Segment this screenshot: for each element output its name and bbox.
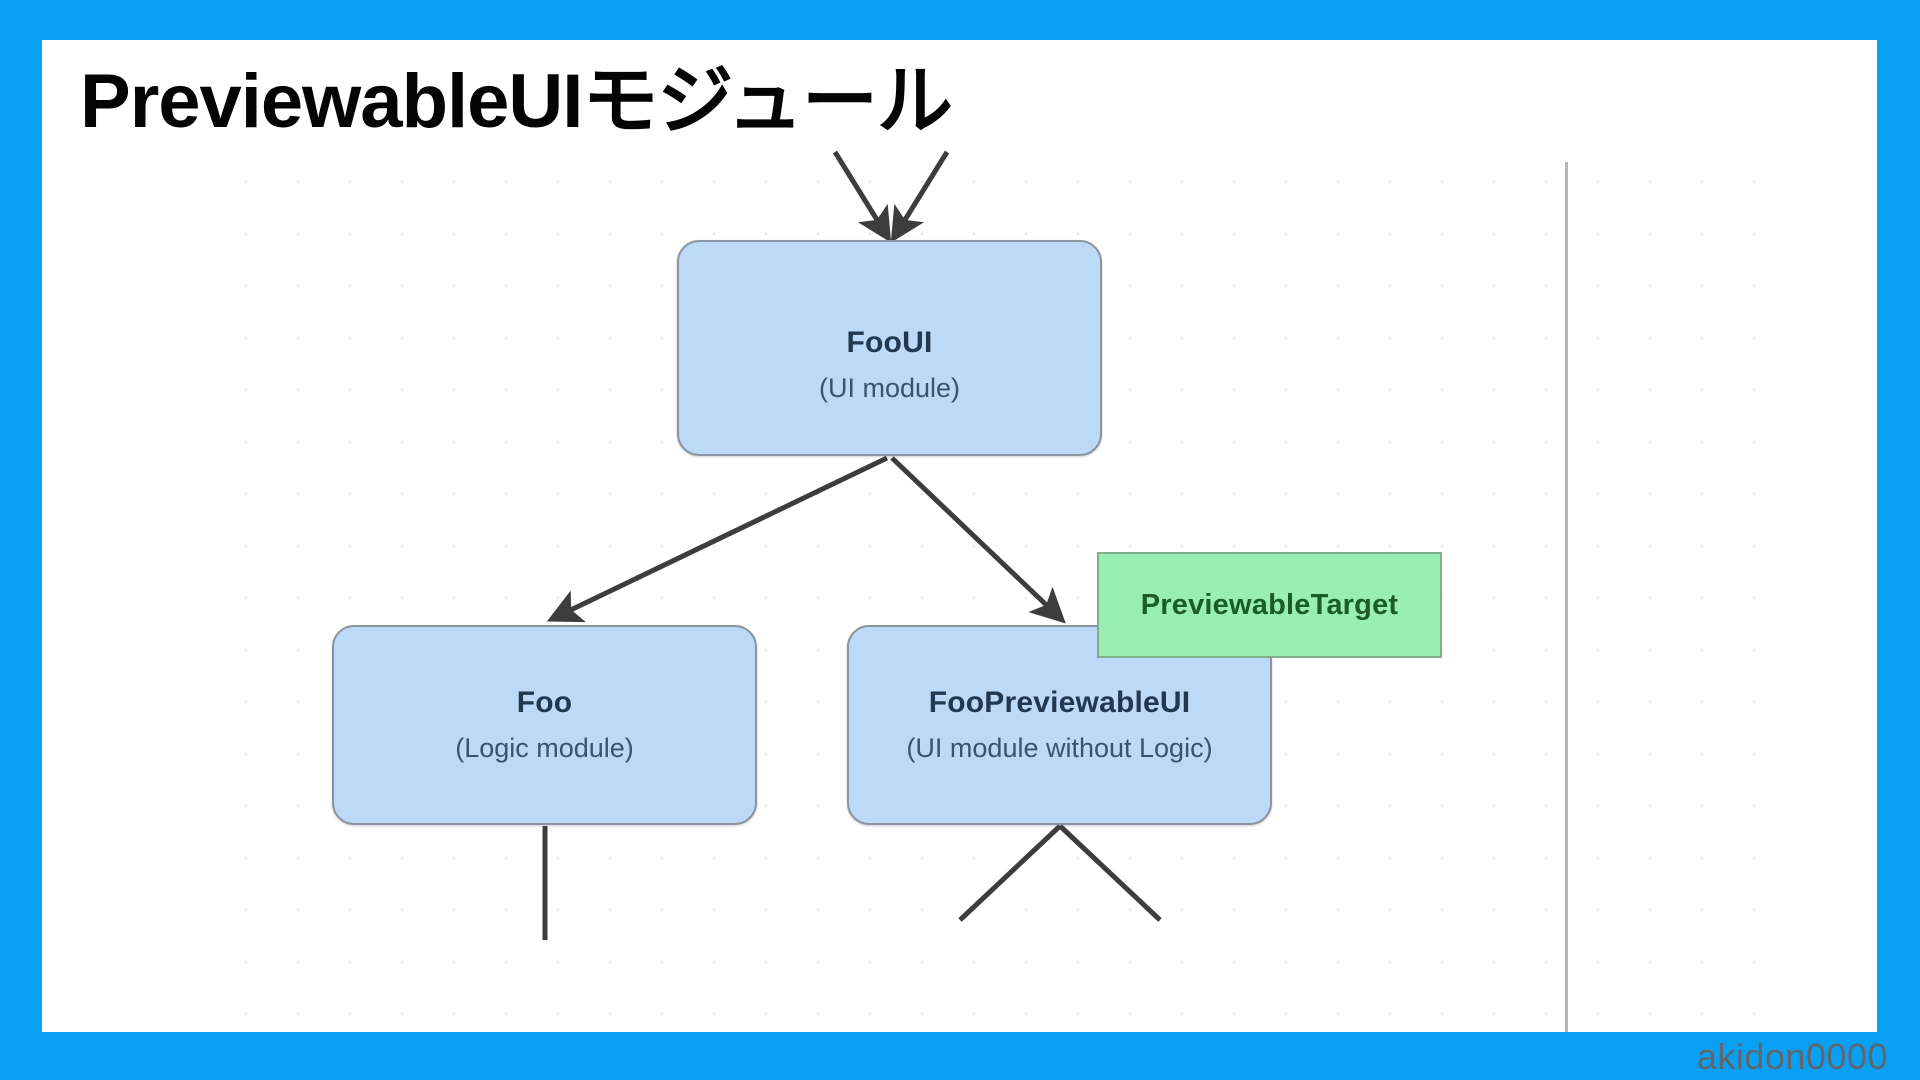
diagram-vertical-divider (1565, 162, 1568, 1032)
node-previewabletarget-label: PreviewableTarget (1140, 588, 1399, 621)
architecture-diagram: FooUI (UI module) Foo (Logic module) Foo… (42, 40, 1877, 1032)
diagram-node-foopreviewableui[interactable]: FooPreviewableUI (UI module without Logi… (847, 625, 1272, 825)
node-fooui-title: FooUI (846, 325, 933, 359)
node-foopreviewableui-subtitle: (UI module without Logic) (906, 733, 1213, 764)
node-foo-title: Foo (516, 685, 573, 719)
slide-content-card: PreviewableUIモジュール (42, 40, 1877, 1032)
diagram-node-previewabletarget[interactable]: PreviewableTarget (1097, 552, 1442, 658)
node-fooui-subtitle: (UI module) (818, 373, 961, 404)
node-foo-subtitle: (Logic module) (455, 733, 634, 764)
diagram-node-foo[interactable]: Foo (Logic module) (332, 625, 757, 825)
page-title: PreviewableUIモジュール (80, 59, 953, 144)
watermark-author: akidon0000 (1696, 1035, 1888, 1077)
node-foopreviewableui-title: FooPreviewableUI (928, 685, 1191, 719)
diagram-node-fooui[interactable]: FooUI (UI module) (677, 240, 1102, 456)
